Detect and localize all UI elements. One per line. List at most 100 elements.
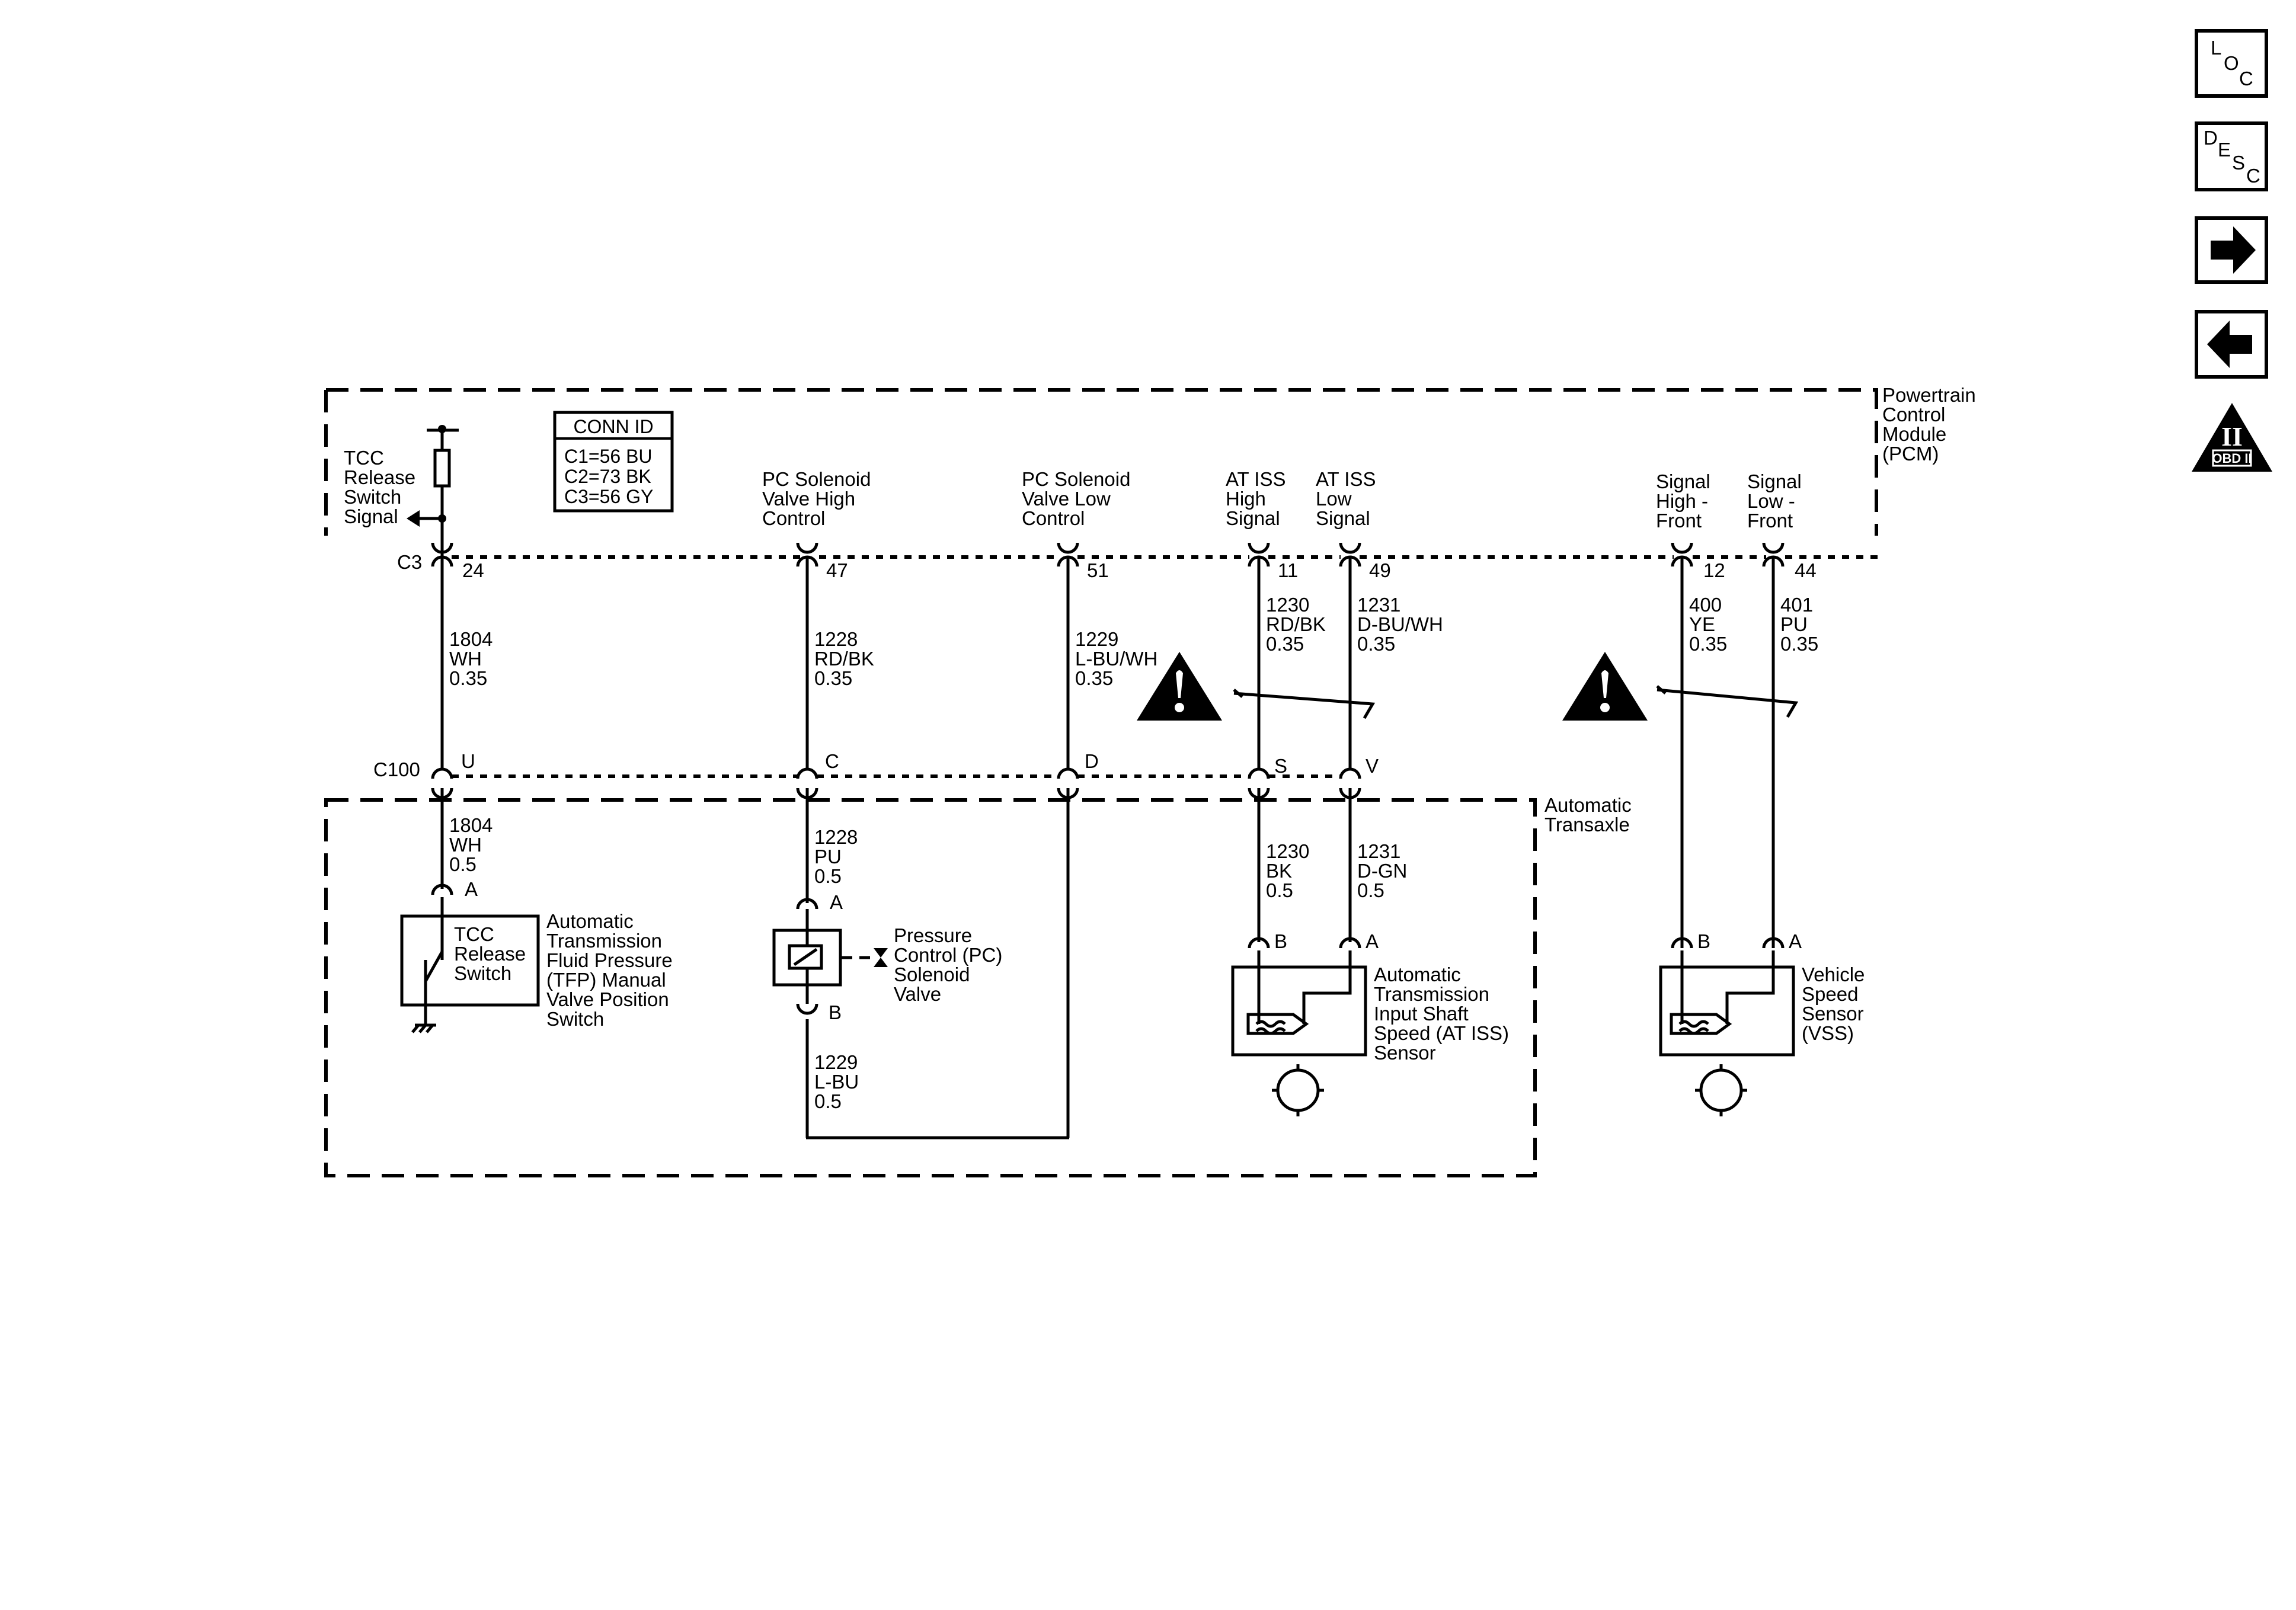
svg-text:1804: 1804 xyxy=(449,814,493,836)
at-iss-sensor: B A Automatic Transmission Input Shaft S… xyxy=(1231,930,1509,1116)
svg-text:Sensor: Sensor xyxy=(1374,1042,1436,1064)
svg-text:Automatic: Automatic xyxy=(1544,794,1632,816)
svg-text:A: A xyxy=(830,891,843,913)
svg-text:C3: C3 xyxy=(397,551,422,573)
svg-text:C2=73 BK: C2=73 BK xyxy=(564,466,651,487)
pcm-box: Powertrain Control Module (PCM) xyxy=(324,384,1976,536)
svg-text:0.35: 0.35 xyxy=(1266,633,1304,655)
svg-text:C: C xyxy=(825,750,839,772)
svg-text:O: O xyxy=(2224,52,2239,74)
svg-text:Valve Low: Valve Low xyxy=(1022,488,1111,510)
svg-text:A: A xyxy=(1366,930,1379,952)
svg-text:Control: Control xyxy=(1882,404,1945,425)
svg-text:D-BU/WH: D-BU/WH xyxy=(1357,613,1443,635)
svg-text:0.35: 0.35 xyxy=(1689,633,1727,655)
twisted-pair-marks xyxy=(1233,685,1799,719)
loc-button[interactable]: L O C xyxy=(2195,29,2268,98)
svg-text:RD/BK: RD/BK xyxy=(814,648,874,670)
svg-text:Automatic: Automatic xyxy=(546,910,634,932)
svg-text:Solenoid: Solenoid xyxy=(894,964,970,985)
svg-text:Low: Low xyxy=(1316,488,1352,510)
svg-text:D: D xyxy=(2204,127,2218,149)
svg-text:Vehicle: Vehicle xyxy=(1802,964,1865,985)
svg-text:1228: 1228 xyxy=(814,628,858,650)
svg-text:0.5: 0.5 xyxy=(814,865,842,887)
svg-text:A: A xyxy=(1789,930,1802,952)
warning-icon xyxy=(1562,652,1648,721)
svg-text:AT ISS: AT ISS xyxy=(1316,468,1376,490)
svg-text:D: D xyxy=(1085,750,1099,772)
svg-text:C: C xyxy=(2239,68,2253,89)
svg-text:TCC: TCC xyxy=(344,447,384,469)
svg-text:1228: 1228 xyxy=(814,826,858,848)
arrow-left-icon xyxy=(2207,321,2252,368)
svg-text:1230: 1230 xyxy=(1266,594,1309,616)
svg-text:B: B xyxy=(1697,930,1710,952)
tfp-switch: A TCC Release Switch Automatic Transmiss… xyxy=(400,878,673,1033)
svg-text:1804: 1804 xyxy=(449,628,493,650)
svg-text:0.35: 0.35 xyxy=(1357,633,1395,655)
back-button[interactable] xyxy=(2195,310,2268,379)
svg-text:PU: PU xyxy=(814,846,842,868)
svg-text:1231: 1231 xyxy=(1357,594,1400,616)
svg-text:B: B xyxy=(1274,930,1287,952)
svg-text:B: B xyxy=(829,1001,842,1023)
svg-text:(VSS): (VSS) xyxy=(1802,1022,1854,1044)
pcm-labels: TCC Release Switch Signal PC Solenoid Va… xyxy=(344,447,1802,532)
svg-text:V: V xyxy=(1366,755,1379,777)
svg-text:YE: YE xyxy=(1689,613,1715,635)
desc-button[interactable]: D E S C xyxy=(2195,121,2268,191)
svg-text:Pressure: Pressure xyxy=(894,924,972,946)
svg-text:(TFP) Manual: (TFP) Manual xyxy=(546,969,666,991)
warning-icon xyxy=(1137,652,1222,721)
svg-text:0.35: 0.35 xyxy=(449,667,487,689)
svg-text:Sensor: Sensor xyxy=(1802,1003,1864,1025)
svg-text:401: 401 xyxy=(1780,594,1813,616)
svg-text:TCC: TCC xyxy=(454,923,494,945)
svg-text:Signal: Signal xyxy=(1316,507,1370,529)
svg-text:RD/BK: RD/BK xyxy=(1266,613,1326,635)
svg-text:Switch: Switch xyxy=(344,486,401,508)
svg-text:D-GN: D-GN xyxy=(1357,860,1407,882)
svg-text:Switch: Switch xyxy=(546,1008,604,1030)
obd-ii-icon[interactable]: II OBD II xyxy=(2192,403,2272,472)
svg-text:PC Solenoid: PC Solenoid xyxy=(762,468,871,490)
svg-text:U: U xyxy=(461,750,475,772)
lower-wire-labels: 1804 WH 0.5 1228 PU 0.5 1229 L-BU 0.5 12… xyxy=(449,814,1407,1112)
svg-text:Module: Module xyxy=(1882,423,1946,445)
svg-text:C: C xyxy=(2246,165,2260,187)
transaxle-box: Automatic Transaxle xyxy=(324,794,1632,1177)
svg-text:0.5: 0.5 xyxy=(1266,879,1293,901)
svg-text:OBD II: OBD II xyxy=(2212,451,2252,466)
svg-text:11: 11 xyxy=(1278,559,1298,581)
svg-text:Release: Release xyxy=(454,943,526,965)
c100-connector: C100 U C D S V xyxy=(373,750,1379,799)
svg-text:0.35: 0.35 xyxy=(814,667,852,689)
forward-button[interactable] xyxy=(2195,216,2268,284)
svg-text:Control: Control xyxy=(1022,507,1085,529)
svg-text:PC Solenoid: PC Solenoid xyxy=(1022,468,1130,490)
svg-text:Input Shaft: Input Shaft xyxy=(1374,1003,1469,1025)
arrow-right-icon xyxy=(2211,226,2256,274)
c3-terminals xyxy=(431,542,1785,567)
svg-text:CONN ID: CONN ID xyxy=(573,416,653,437)
svg-text:Transmission: Transmission xyxy=(546,930,662,952)
svg-text:Signal: Signal xyxy=(344,505,398,527)
svg-text:PU: PU xyxy=(1780,613,1808,635)
svg-text:1229: 1229 xyxy=(1075,628,1118,650)
conn-id-table: CONN ID C1=56 BU C2=73 BK C3=56 GY xyxy=(553,411,674,513)
vss-sensor: B A Vehicle Speed Sensor (VSS) xyxy=(1659,930,1865,1116)
svg-text:S: S xyxy=(1274,755,1287,777)
svg-text:Valve Position: Valve Position xyxy=(546,988,669,1010)
svg-text:E: E xyxy=(2218,139,2231,161)
svg-text:1230: 1230 xyxy=(1266,840,1309,862)
svg-text:BK: BK xyxy=(1266,860,1292,882)
svg-text:Signal: Signal xyxy=(1656,470,1710,492)
svg-text:Control: Control xyxy=(762,507,825,529)
svg-text:WH: WH xyxy=(449,648,482,670)
svg-text:Valve: Valve xyxy=(894,983,941,1005)
svg-text:A: A xyxy=(465,878,478,900)
svg-text:C1=56 BU: C1=56 BU xyxy=(564,446,653,467)
svg-text:Fluid Pressure: Fluid Pressure xyxy=(546,949,673,971)
